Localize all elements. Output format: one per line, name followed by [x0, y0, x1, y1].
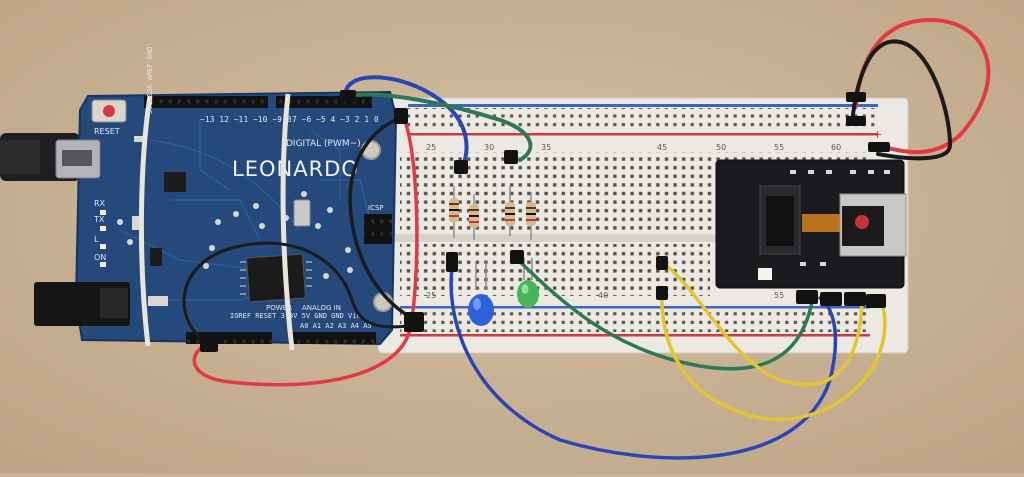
rx-led — [100, 210, 106, 215]
col-label-45: 45 — [657, 143, 667, 152]
resistors — [449, 186, 536, 240]
digital-header-left — [144, 96, 268, 108]
wire-yellow-2 — [660, 290, 887, 422]
l-led — [100, 244, 106, 249]
col-label-25: 25 — [426, 143, 436, 152]
left-pin-labels: SCL SDA AREF GND — [146, 47, 154, 114]
wire-plugs — [200, 90, 890, 352]
green-led — [517, 258, 539, 308]
col-label-50: 50 — [716, 143, 726, 152]
digital-pins-left: ~13 12 ~11 ~10 ~9 8 — [200, 115, 292, 124]
wire-red-5v — [192, 116, 419, 387]
analog-header — [288, 332, 376, 344]
analog-in-label: ANALOG IN — [302, 304, 341, 312]
flash-led — [758, 268, 772, 280]
col-label-30: 30 — [484, 143, 494, 152]
board-brand-name: LEONARDO — [232, 157, 359, 181]
camera-lens-icon — [855, 215, 869, 229]
tx-led — [100, 226, 106, 231]
rx-label: RX — [94, 199, 106, 208]
power-pin-labels: IOREF RESET 3.3V 5V GND GND Vin — [230, 312, 361, 320]
reset-label: RESET — [94, 127, 120, 136]
crystal-oscillator — [293, 199, 311, 227]
col-label-55-bottom: 55 — [774, 291, 784, 300]
rubber-bands — [138, 93, 295, 351]
wire-green-top — [350, 92, 533, 162]
icsp-header — [364, 214, 392, 244]
power-label: POWER — [266, 304, 292, 312]
wire-blue-top — [343, 75, 469, 170]
on-label: ON — [94, 253, 106, 262]
digital-header-right — [276, 96, 372, 108]
arduino-leonardo-board: LEONARDO RESET SCL SDA AREF GND ~13 12 ~… — [34, 47, 398, 346]
small-ic — [164, 172, 186, 192]
icsp-label: ICSP — [368, 204, 384, 212]
wire-black-board — [182, 241, 410, 350]
analog-pin-labels: A0 A1 A2 A3 A4 A5 — [300, 322, 372, 330]
wire-yellow-1 — [660, 260, 864, 387]
camera-module — [715, 159, 907, 289]
l-label: L — [94, 235, 99, 244]
blue-led — [468, 262, 494, 326]
digital-pins-right: 7 ~6 ~5 4 ~3 2 1 0 — [292, 115, 379, 124]
atmega32u4-chip — [245, 253, 307, 303]
col-label-55: 55 — [774, 143, 784, 152]
col-label-60: 60 — [831, 143, 841, 152]
wire-red-power — [854, 17, 991, 155]
camera-ribbon — [802, 214, 842, 232]
on-led — [100, 262, 106, 267]
col-label-35: 35 — [541, 143, 551, 152]
wire-blue-bottom — [449, 266, 838, 460]
col-label-25-bottom: 25 — [426, 291, 436, 300]
col-label-40: 40 — [598, 291, 608, 300]
jumper-wires — [182, 17, 991, 460]
tx-label: TX — [93, 215, 105, 224]
digital-pwm-label: DIGITAL (PWM~) — [286, 139, 361, 149]
rail-plus-sign: + — [873, 128, 882, 141]
wire-black-gnd — [348, 116, 414, 320]
wire-black-ground — [850, 39, 953, 161]
wire-green-bottom — [514, 256, 814, 371]
reset-button-cap[interactable] — [103, 105, 115, 117]
